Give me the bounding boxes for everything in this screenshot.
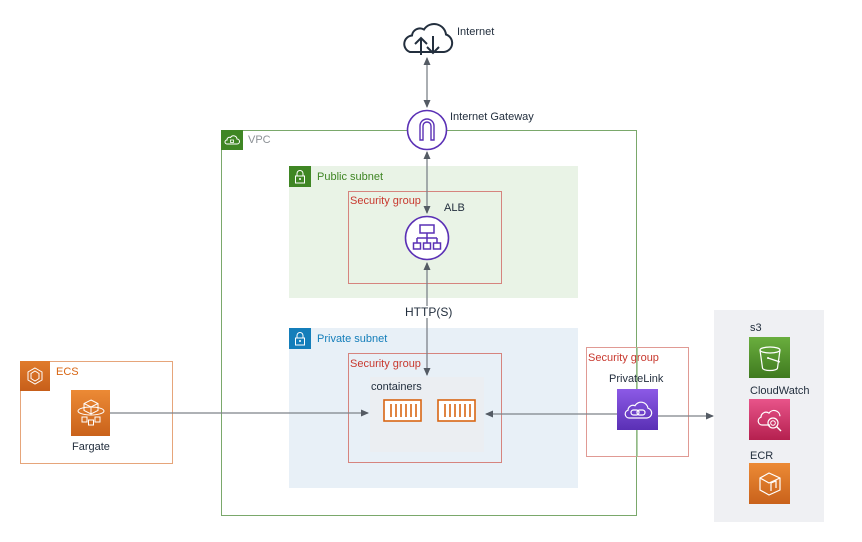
- ecs-label: ECS: [56, 366, 79, 378]
- fargate-label: Fargate: [72, 441, 110, 453]
- privatelink-node[interactable]: [617, 389, 658, 430]
- fargate-icon: [77, 399, 104, 426]
- vpc-cloud-icon: [221, 130, 243, 150]
- alb-label: ALB: [444, 202, 465, 214]
- edge-label-https: HTTP(S): [404, 305, 454, 319]
- internet-gateway-label: Internet Gateway: [450, 111, 534, 123]
- container-2[interactable]: [437, 399, 476, 422]
- private-subnet-label: Private subnet: [317, 333, 388, 345]
- security-group-alb-label: Security group: [350, 195, 421, 207]
- ecr-node[interactable]: [749, 463, 790, 504]
- security-group-containers-label: Security group: [350, 358, 421, 370]
- cloud-upload-download-icon: [403, 23, 454, 55]
- internet-gateway-icon: [406, 109, 448, 151]
- load-balancer-icon: [404, 215, 450, 261]
- privatelink-icon: [624, 401, 652, 419]
- internet-node: [398, 18, 456, 58]
- ecr-label: ECR: [750, 450, 774, 462]
- internet-label: Internet: [457, 26, 495, 38]
- s3-bucket-icon: [758, 345, 781, 371]
- alb-node[interactable]: [404, 215, 450, 261]
- cloudwatch-label: CloudWatch: [750, 385, 810, 397]
- cloudwatch-node[interactable]: [749, 399, 790, 440]
- privatelink-label: PrivateLink: [609, 373, 664, 385]
- public-subnet-lock-icon: [289, 166, 311, 187]
- s3-label: s3: [750, 322, 762, 334]
- security-group-privatelink-label: Security group: [588, 352, 659, 364]
- public-subnet-label: Public subnet: [317, 171, 384, 183]
- vpc-label: VPC: [248, 134, 271, 146]
- s3-node[interactable]: [749, 337, 790, 378]
- ecr-icon: [758, 471, 781, 496]
- cloudwatch-icon: [757, 409, 781, 431]
- container-icon: [383, 399, 422, 422]
- ecs-icon: [20, 361, 50, 391]
- internet-gateway-node[interactable]: [406, 109, 448, 151]
- private-subnet-lock-icon: [289, 328, 311, 349]
- container-1[interactable]: [383, 399, 422, 422]
- container-icon: [437, 399, 476, 422]
- containers-label: containers: [371, 381, 422, 393]
- fargate-node[interactable]: [71, 390, 110, 436]
